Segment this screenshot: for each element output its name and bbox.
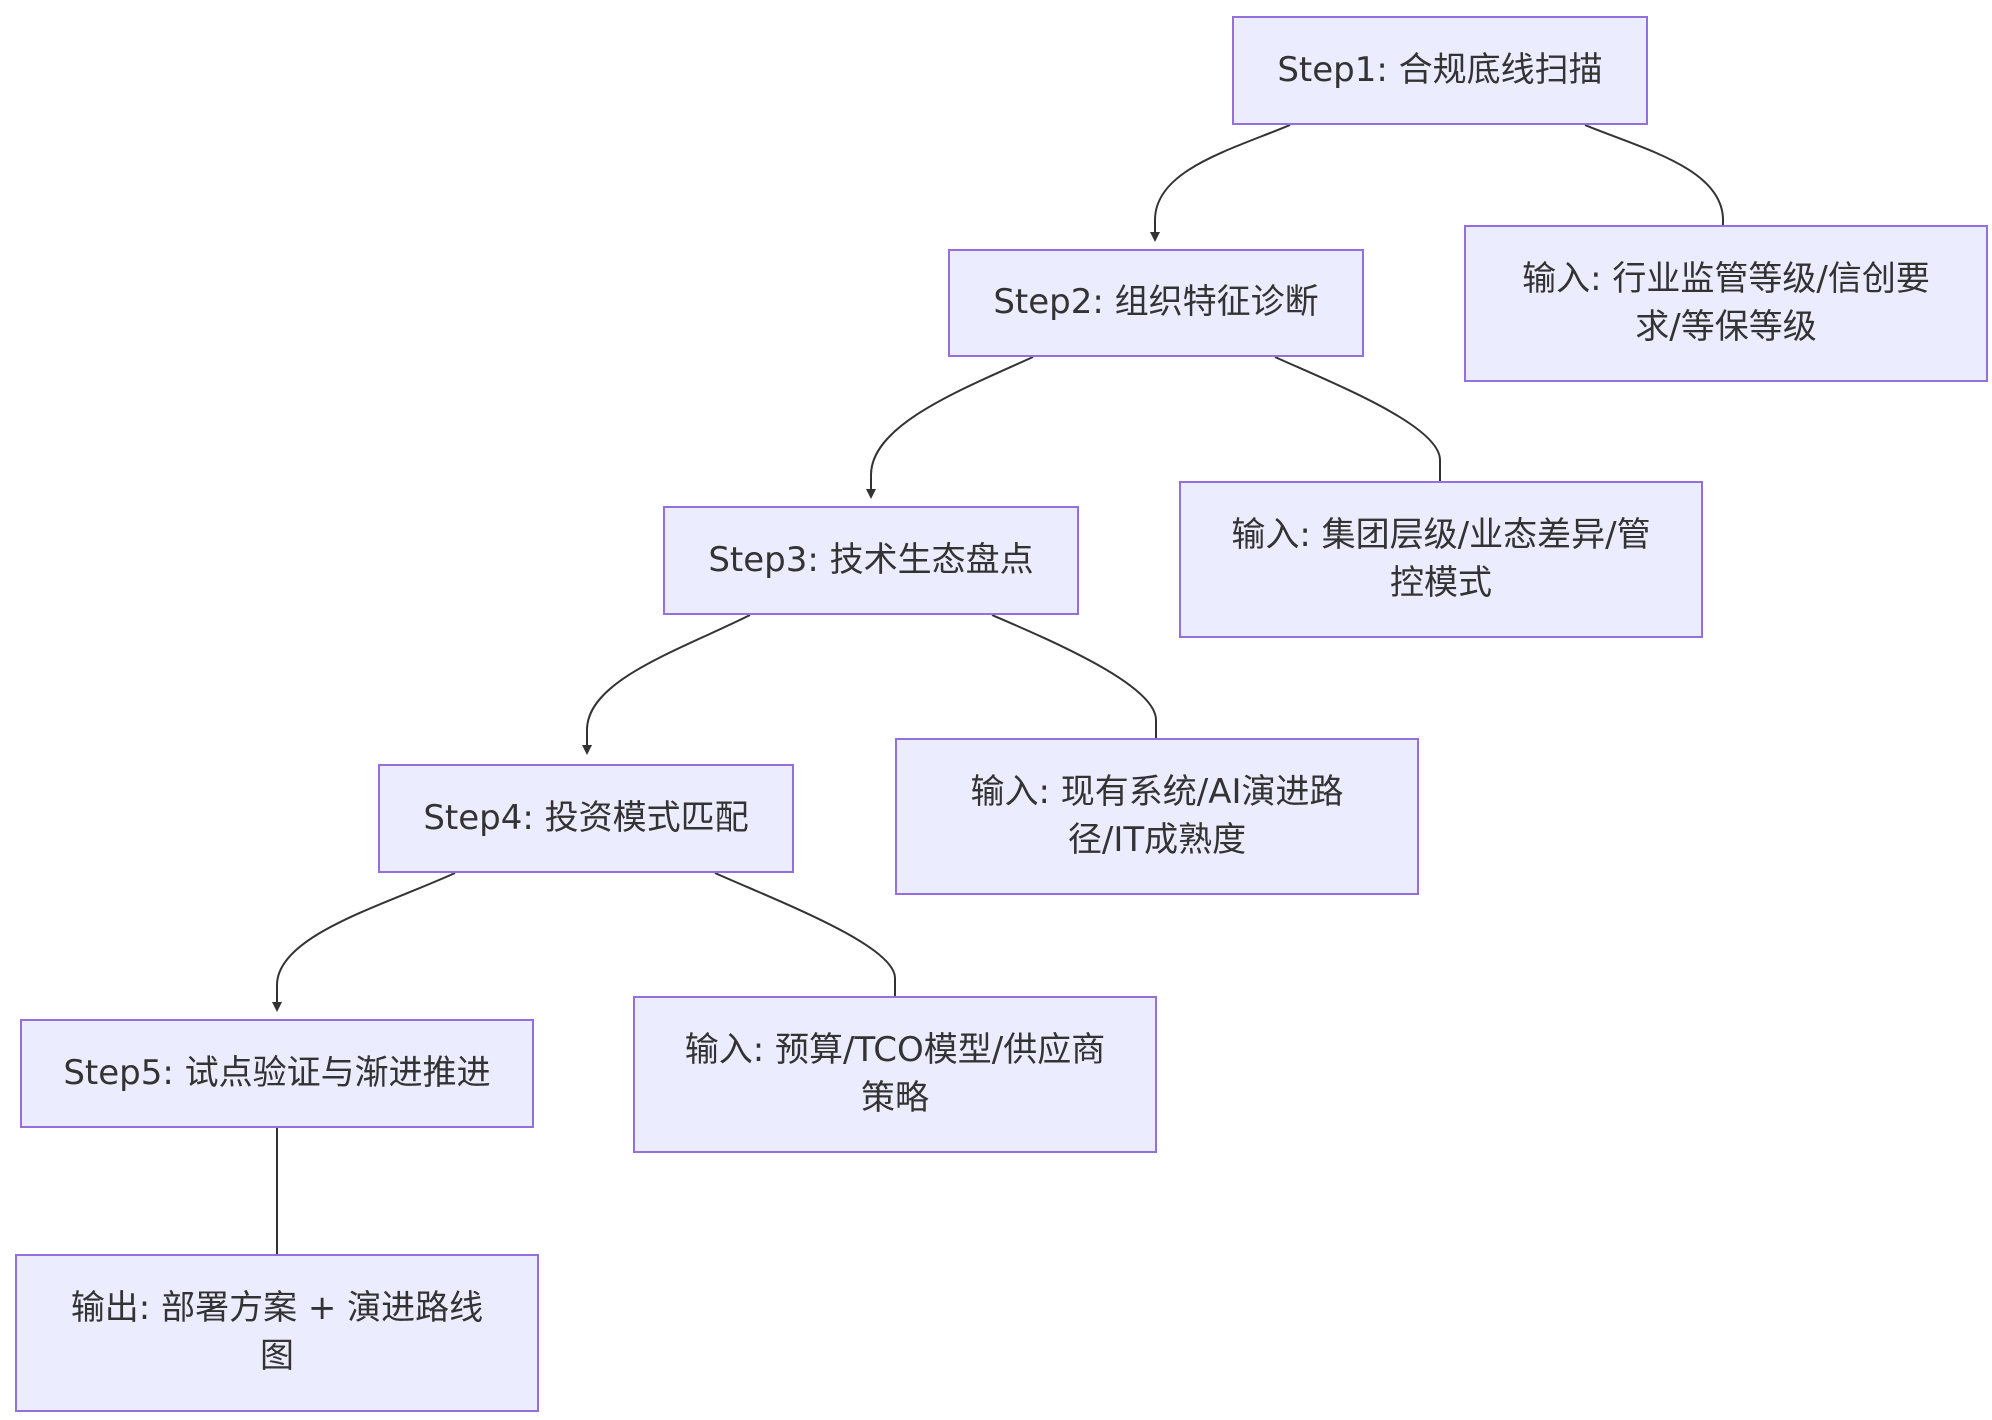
- node-step4-label: Step4: 投资模式匹配: [423, 797, 749, 838]
- node-step1-label: Step1: 合规底线扫描: [1277, 49, 1603, 90]
- node-step5-label: Step5: 试点验证与渐进推进: [63, 1052, 491, 1093]
- edge-step2-to-step3: [866, 356, 1034, 499]
- edge-step3-to-step4: [582, 614, 751, 755]
- edge-step1-to-step2: [1150, 124, 1291, 242]
- node-input1-label: 输入: 行业监管等级/信创要求/等保等级: [1522, 258, 1930, 347]
- node-step2-label: Step2: 组织特征诊断: [993, 282, 1319, 323]
- node-step3-label: Step3: 技术生态盘点: [708, 539, 1034, 580]
- edge-step1-to-input1: [1584, 124, 1724, 225]
- node-step4: Step4: 投资模式匹配: [378, 764, 794, 873]
- node-step5: Step5: 试点验证与渐进推进: [20, 1019, 534, 1128]
- edge-step2-to-input2: [1274, 356, 1441, 481]
- node-output: 输出: 部署方案 + 演进路线图: [15, 1254, 539, 1412]
- node-input2: 输入: 集团层级/业态差异/管控模式: [1179, 481, 1703, 638]
- edge-step4-to-input4: [714, 872, 896, 996]
- node-step1: Step1: 合规底线扫描: [1232, 16, 1648, 125]
- node-input4-label: 输入: 预算/TCO模型/供应商策略: [684, 1029, 1106, 1118]
- edge-step3-to-input3: [991, 614, 1157, 738]
- node-input3-label: 输入: 现有系统/AI演进路径/IT成熟度: [970, 771, 1344, 860]
- node-input2-label: 输入: 集团层级/业态差异/管控模式: [1231, 514, 1651, 603]
- node-input3: 输入: 现有系统/AI演进路径/IT成熟度: [895, 738, 1419, 895]
- node-step3: Step3: 技术生态盘点: [663, 506, 1079, 615]
- node-input1: 输入: 行业监管等级/信创要求/等保等级: [1464, 225, 1988, 382]
- edge-step4-to-step5: [272, 872, 456, 1012]
- node-step2: Step2: 组织特征诊断: [948, 249, 1364, 357]
- node-input4: 输入: 预算/TCO模型/供应商策略: [633, 996, 1157, 1153]
- node-output-label: 输出: 部署方案 + 演进路线图: [70, 1288, 484, 1376]
